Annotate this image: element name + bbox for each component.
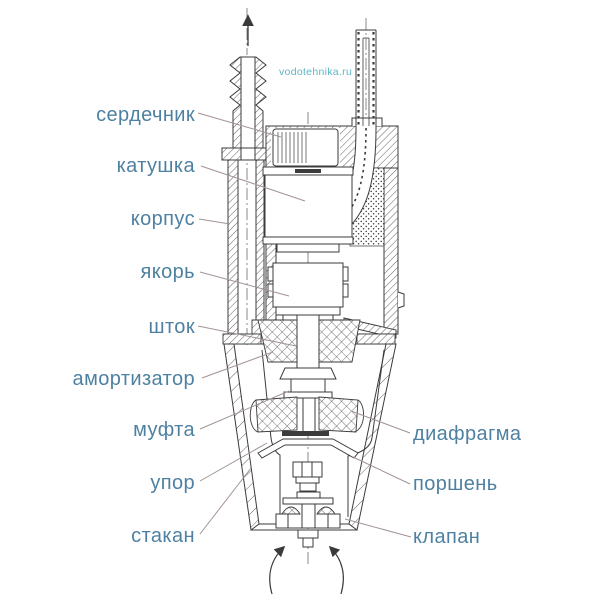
part-label-valve: клапан [413, 526, 481, 548]
leader-lines [197, 112, 412, 538]
part-label-diaphragm: диафрагма [413, 423, 522, 445]
leader-line-coil [200, 165, 306, 202]
part-label-coupling: муфта [133, 419, 195, 441]
rod-and-coupling [279, 314, 337, 433]
part-label-piston: поршень [413, 473, 498, 495]
flow-arrow-inlet-right [328, 545, 344, 595]
piston [257, 431, 359, 492]
part-label-core: сердечник [96, 104, 195, 126]
cup-cone [223, 343, 397, 531]
leader-line-armature [199, 271, 290, 297]
valve [275, 491, 341, 548]
part-label-shock-absorber: амортизатор [72, 368, 195, 390]
armature [267, 262, 349, 321]
leader-line-rod [197, 325, 297, 347]
leader-line-core [197, 112, 282, 138]
part-label-cup: стакан [131, 525, 195, 547]
part-label-armature: якорь [140, 261, 195, 283]
leader-line-valve [344, 518, 412, 538]
part-label-coil: катушка [116, 155, 195, 177]
diaphragm [249, 396, 364, 433]
leader-line-stop [199, 442, 268, 482]
leader-line-housing [198, 218, 231, 225]
leader-line-coupling [199, 390, 290, 430]
flow-arrows-inlet [269, 545, 344, 595]
part-label-rod: шток [148, 316, 195, 338]
leader-line-piston [352, 456, 411, 485]
leader-line-shock-absorber [201, 351, 274, 379]
part-label-stop: упор [150, 472, 195, 494]
outlet-hose-barb [229, 55, 267, 160]
part-label-housing: корпус [130, 208, 195, 230]
coil [262, 166, 354, 253]
leader-line-cup [199, 467, 252, 535]
flow-arrow-inlet-left [269, 545, 286, 595]
magnet-core [272, 128, 339, 167]
shock-absorber [257, 319, 361, 363]
leader-line-diaphragm [350, 410, 411, 434]
watermark: vodotehnika.ru [279, 66, 353, 78]
